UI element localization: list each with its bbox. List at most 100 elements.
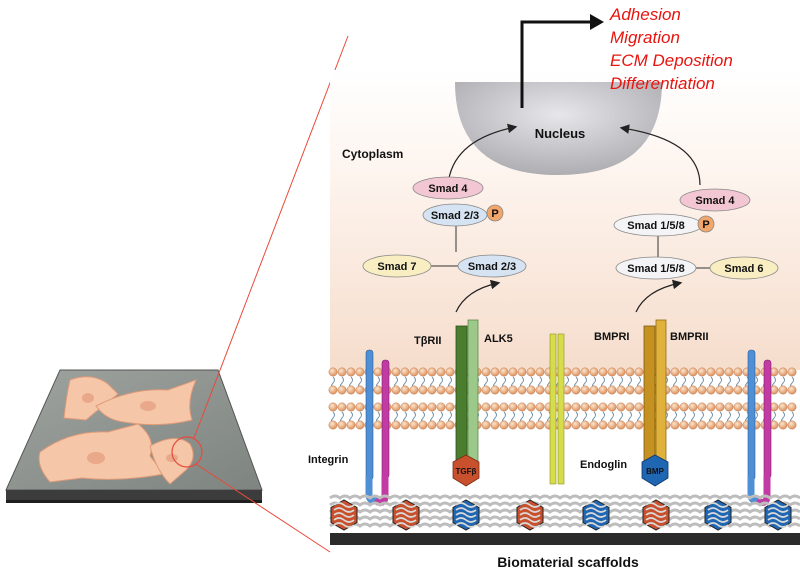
lipid-head <box>373 385 383 395</box>
lipid-head <box>625 420 635 430</box>
scaffold-ligand-stripe <box>767 502 789 508</box>
scaffold-ligand-stripe <box>519 512 541 518</box>
lipid-head <box>436 367 446 377</box>
lipid-head <box>679 420 689 430</box>
lipid-head <box>724 420 734 430</box>
scaffold-ligand-stripe <box>395 522 417 528</box>
lipid-head <box>418 367 428 377</box>
nucleus-label: Nucleus <box>535 126 586 141</box>
lipid-head <box>724 367 734 377</box>
lipid-head <box>589 385 599 395</box>
smad23-label: Smad 2/3 <box>468 261 516 273</box>
right-nuclear-arrow <box>619 124 701 186</box>
lipid-head <box>400 385 410 395</box>
lipid-head <box>391 385 401 395</box>
lipid-head <box>679 385 689 395</box>
outcome-ecm-deposition: ECM Deposition <box>610 51 733 70</box>
scaffold-ligands <box>330 499 792 531</box>
lipid-head <box>508 402 518 412</box>
nucleus <box>455 82 662 175</box>
scaffold-ligand-stripe <box>585 512 607 518</box>
outcome-differentiation: Differentiation <box>610 74 715 93</box>
lipid-head <box>526 385 536 395</box>
lipid-head <box>427 385 437 395</box>
scaffold-ligand-stripe <box>519 522 541 528</box>
lipid-head <box>670 385 680 395</box>
lipid-head <box>436 420 446 430</box>
bmpri-label: BMPRI <box>594 331 629 343</box>
lipid-head <box>571 420 581 430</box>
endoglin <box>549 333 565 485</box>
lipid-head <box>517 402 527 412</box>
lipid-head <box>598 420 608 430</box>
lipid-head <box>589 420 599 430</box>
lipid-head <box>589 367 599 377</box>
lipid-head <box>499 402 509 412</box>
scaffold-ligand-stripe <box>519 502 541 508</box>
scaffold-ligand-stripe <box>707 517 729 523</box>
lipid-head <box>400 420 410 430</box>
lipid-head <box>733 385 743 395</box>
lipid-head <box>697 402 707 412</box>
lipid-head <box>436 385 446 395</box>
lipid-head <box>355 420 365 430</box>
smad4-left-label: Smad 4 <box>428 183 468 195</box>
scaffold-ligand-stripe <box>333 522 355 528</box>
smad158 <box>615 256 697 280</box>
smad158-phospho-label: Smad 1/5/8 <box>627 220 684 232</box>
lipid-head <box>607 367 617 377</box>
lipid-head <box>787 420 797 430</box>
smad158-label: Smad 1/5/8 <box>627 263 684 275</box>
scaffold-ligand-stripe <box>395 507 417 513</box>
lipid-head <box>517 420 527 430</box>
lipid-head <box>490 420 500 430</box>
lipid-head <box>418 385 428 395</box>
lipid-head <box>355 402 365 412</box>
lipid-head <box>706 385 716 395</box>
lipid-head <box>733 420 743 430</box>
integrin-label: Integrin <box>308 454 349 466</box>
lipid-head <box>598 402 608 412</box>
lipid-head <box>616 385 626 395</box>
lipid-head <box>580 420 590 430</box>
right-activation-arrow <box>635 279 683 313</box>
smad6 <box>709 256 779 280</box>
lipid-head <box>778 420 788 430</box>
lipid-head <box>634 367 644 377</box>
lipid-head <box>598 385 608 395</box>
outcome-adhesion: Adhesion <box>609 5 681 24</box>
scaffold-ligand-stripe <box>707 507 729 513</box>
lipid-head <box>679 402 689 412</box>
lipid-head <box>625 385 635 395</box>
lipid-head <box>688 367 698 377</box>
cell-nuclei <box>82 393 178 464</box>
lipid-head <box>634 402 644 412</box>
lipid-head <box>580 385 590 395</box>
lipid-head <box>499 420 509 430</box>
scaffold-ligand-stripe <box>767 507 789 513</box>
scaffold-ligand-stripe <box>395 512 417 518</box>
lipid-head <box>616 402 626 412</box>
smad23-phospho-label: Smad 2/3 <box>431 210 479 222</box>
lipid-head <box>490 385 500 395</box>
scaffold-ligand-stripe <box>707 522 729 528</box>
lipid-head <box>508 385 518 395</box>
lipid-head <box>607 420 617 430</box>
lipid-head <box>616 420 626 430</box>
lipid-head <box>625 367 635 377</box>
scaffold-ligand-stripe <box>395 517 417 523</box>
scaffold-ligand-stripe <box>333 502 355 508</box>
lipid-head <box>580 402 590 412</box>
lipid-head <box>526 402 536 412</box>
lipid-head <box>427 367 437 377</box>
lipid-head <box>481 420 491 430</box>
scaffold-label: Biomaterial scaffolds <box>497 554 639 570</box>
lipid-head <box>409 420 419 430</box>
smad7 <box>362 254 432 278</box>
lipid-head <box>670 402 680 412</box>
scaffold-ligand-stripe <box>585 517 607 523</box>
lipid-head <box>697 385 707 395</box>
scaffold-ligand-stripe <box>333 512 355 518</box>
zoom-line-bottom <box>195 463 331 553</box>
scaffold-ligand-stripe <box>455 502 477 508</box>
